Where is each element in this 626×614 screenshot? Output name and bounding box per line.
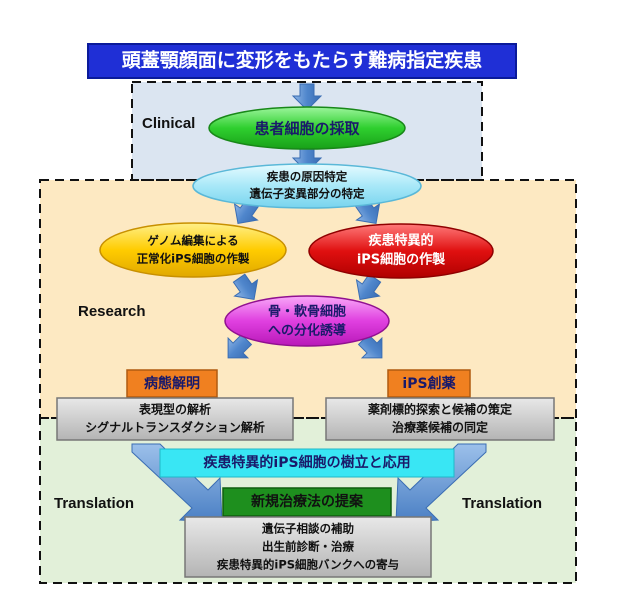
- outcome-line1: 遺伝子相談の補助: [261, 522, 354, 536]
- drug-line2: 治療薬候補の同定: [392, 420, 488, 435]
- establishment-text: 疾患特異的iPS細胞の樹立と応用: [203, 454, 410, 471]
- research-zone-border: [39, 179, 577, 419]
- drug-line1: 薬剤標的探索と候補の策定: [368, 402, 512, 417]
- sampling-node: [208, 106, 406, 150]
- outcome-box: [184, 516, 432, 578]
- diff-text-line2: への分化誘導: [268, 323, 346, 339]
- outcome-line3: 疾患特異的iPS細胞バンクへの寄与: [217, 558, 399, 572]
- pathology-line1: 表現型の解析: [138, 402, 211, 417]
- differentiation-node: [224, 295, 390, 347]
- outcome-line2: 出生前診断・治療: [262, 540, 354, 554]
- drug-box: [325, 397, 555, 441]
- genome-text-line1: ゲノム編集による: [147, 234, 238, 248]
- cause-node: [192, 163, 422, 209]
- therapy-label-box: [222, 487, 392, 517]
- genome-editing-node: [99, 222, 287, 278]
- genome-text-line2: 正常化iPS細胞の作製: [137, 252, 250, 266]
- translation-left-label: Translation: [54, 495, 134, 512]
- research-label: Research: [78, 303, 146, 320]
- title-text: 頭蓋顎顔面に変形をもたらす難病指定疾患: [122, 49, 483, 72]
- pathology-line2: シグナルトランスダクション解析: [85, 420, 265, 435]
- cause-text-line1: 疾患の原因特定: [267, 170, 348, 184]
- diff-text-line1: 骨・軟骨細胞: [268, 304, 346, 320]
- pathology-label: 病態解明: [144, 375, 200, 392]
- disease-text-line2: iPS細胞の作製: [357, 252, 445, 268]
- therapy-label: 新規治療法の提案: [251, 493, 364, 510]
- drug-label-box: [387, 369, 471, 398]
- drug-label: iPS創薬: [402, 375, 455, 392]
- cause-text-line2: 遺伝子変異部分の特定: [249, 187, 365, 201]
- clinical-label: Clinical: [142, 115, 195, 132]
- translation-zone-border: [39, 417, 577, 584]
- establishment-band: [159, 448, 455, 478]
- sampling-text: 患者細胞の採取: [254, 120, 360, 138]
- disease-text-line1: 疾患特異的: [368, 233, 433, 249]
- disease-ips-node: [308, 223, 494, 279]
- pathology-label-box: [126, 369, 218, 398]
- translation-right-label: Translation: [462, 495, 542, 512]
- pathology-box: [56, 397, 294, 441]
- title-box: [87, 43, 517, 79]
